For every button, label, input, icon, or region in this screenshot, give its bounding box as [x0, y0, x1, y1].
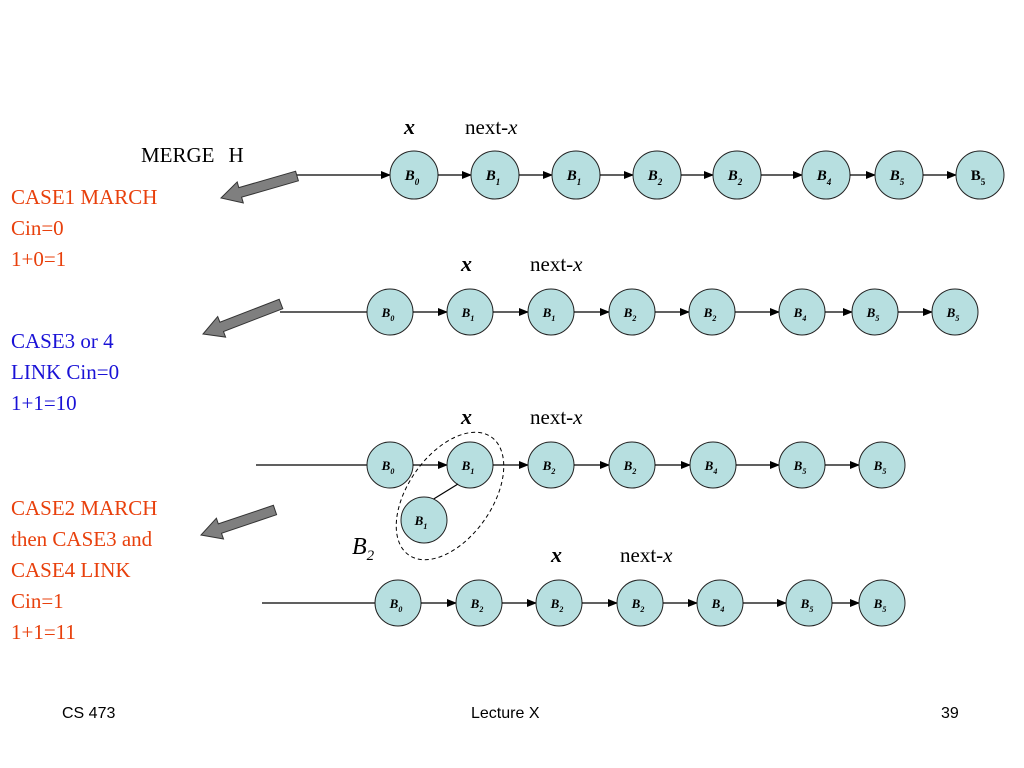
tree-node-label-2-1: B0 [381, 305, 395, 323]
case-2-line-3: 1+1=10 [11, 391, 77, 415]
footer-title: Lecture X [471, 705, 540, 722]
tree-node-label-2-3: B1 [542, 305, 556, 323]
case-2-pointer-arrow [202, 298, 284, 338]
pointer-next-x-label-2: next-x [530, 252, 583, 276]
tree-node-label-4-7: B5 [873, 596, 887, 614]
case-3-line-5: 1+1=11 [11, 620, 76, 644]
case-3-pointer-arrow [200, 504, 278, 540]
tree-node-2-8 [931, 288, 979, 336]
case-2-line-1: CASE3 or 4 [11, 329, 114, 353]
case-3-line-4: Cin=1 [11, 589, 64, 613]
pointer-next-x-label-4: next-x [620, 543, 673, 567]
tree-node-label-4-3: B2 [550, 596, 564, 614]
tree-node-label-3-6: B5 [793, 458, 807, 476]
case-1-line-1: CASE1 MARCH [11, 185, 158, 209]
pointer-x-label-4: x [550, 542, 562, 567]
pointer-x-label-1: x [403, 114, 415, 139]
tree-node-1-8 [955, 150, 1005, 200]
tree-node-label-2-2: B1 [461, 305, 475, 323]
tree-node-label-3-5: B4 [704, 458, 718, 476]
tree-node-label-4-2: B2 [470, 596, 484, 614]
case-2-line-2: LINK Cin=0 [11, 360, 120, 384]
pointer-next-x-label-1: next-x [465, 115, 518, 139]
pointer-next-x-label-3: next-x [530, 405, 583, 429]
case-3-line-3: CASE4 LINK [11, 558, 131, 582]
tree-node-label-1-1: B0 [404, 168, 420, 187]
tree-node-label-3-4: B2 [623, 458, 637, 476]
tree-node-label-1-2: B1 [485, 168, 501, 187]
pointer-x-label-2: x [460, 251, 472, 276]
tree-node-label-3-2: B1 [461, 458, 475, 476]
tree-node-label-4-1: B0 [389, 596, 403, 614]
case-3-line-1: CASE2 MARCH [11, 496, 158, 520]
case-1-line-2: Cin=0 [11, 216, 64, 240]
tree-node-label-4-6: B5 [800, 596, 814, 614]
tree-node-label-1-5: B2 [727, 168, 743, 187]
pointer-x-label-3: x [460, 404, 472, 429]
tree-node-label-2-8: B5 [946, 305, 960, 323]
case-1-caption: CASE1 MARCH Cin=0 1+0=1 [11, 182, 157, 275]
tree-node-child-label: B1 [414, 513, 428, 531]
merge-label: MERGE [141, 143, 215, 167]
tree-node-label-1-6: B4 [816, 168, 832, 187]
footer-course: CS 473 [62, 705, 116, 722]
case-1-line-3: 1+0=1 [11, 247, 67, 271]
case-3-line-2: then CASE3 and [11, 527, 153, 551]
tree-node-label-2-5: B2 [703, 305, 717, 323]
tree-node-label-1-8: B5 [971, 168, 986, 187]
tree-node-label-1-3: B1 [566, 168, 582, 187]
tree-node-label-3-7: B5 [873, 458, 887, 476]
tree-node-label-1-4: B2 [647, 168, 663, 187]
tree-node-label-4-5: B4 [711, 596, 725, 614]
case-3-caption: CASE2 MARCH then CASE3 and CASE4 LINK Ci… [11, 493, 157, 648]
merge-arg: H [228, 143, 244, 167]
tree-node-label-3-3: B2 [542, 458, 556, 476]
case-2-caption: CASE3 or 4 LINK Cin=0 1+1=10 [11, 326, 119, 419]
footer-page-number: 39 [941, 705, 959, 722]
merged-tree-label: B2 [352, 534, 375, 564]
tree-node-label-1-7: B5 [889, 168, 905, 187]
merged-tree-outline [395, 431, 505, 561]
tree-node-child [400, 496, 448, 544]
tree-node-4-7 [858, 579, 906, 627]
case-1-pointer-arrow [220, 170, 300, 204]
tree-node-label-2-7: B5 [866, 305, 880, 323]
tree-node-3-7 [858, 441, 906, 489]
tree-node-label-4-4: B2 [631, 596, 645, 614]
child-link [431, 483, 459, 501]
tree-node-label-2-4: B2 [623, 305, 637, 323]
tree-node-label-3-1: B0 [381, 458, 395, 476]
tree-node-label-2-6: B4 [793, 305, 807, 323]
merge-call: MERGE H [141, 143, 258, 168]
